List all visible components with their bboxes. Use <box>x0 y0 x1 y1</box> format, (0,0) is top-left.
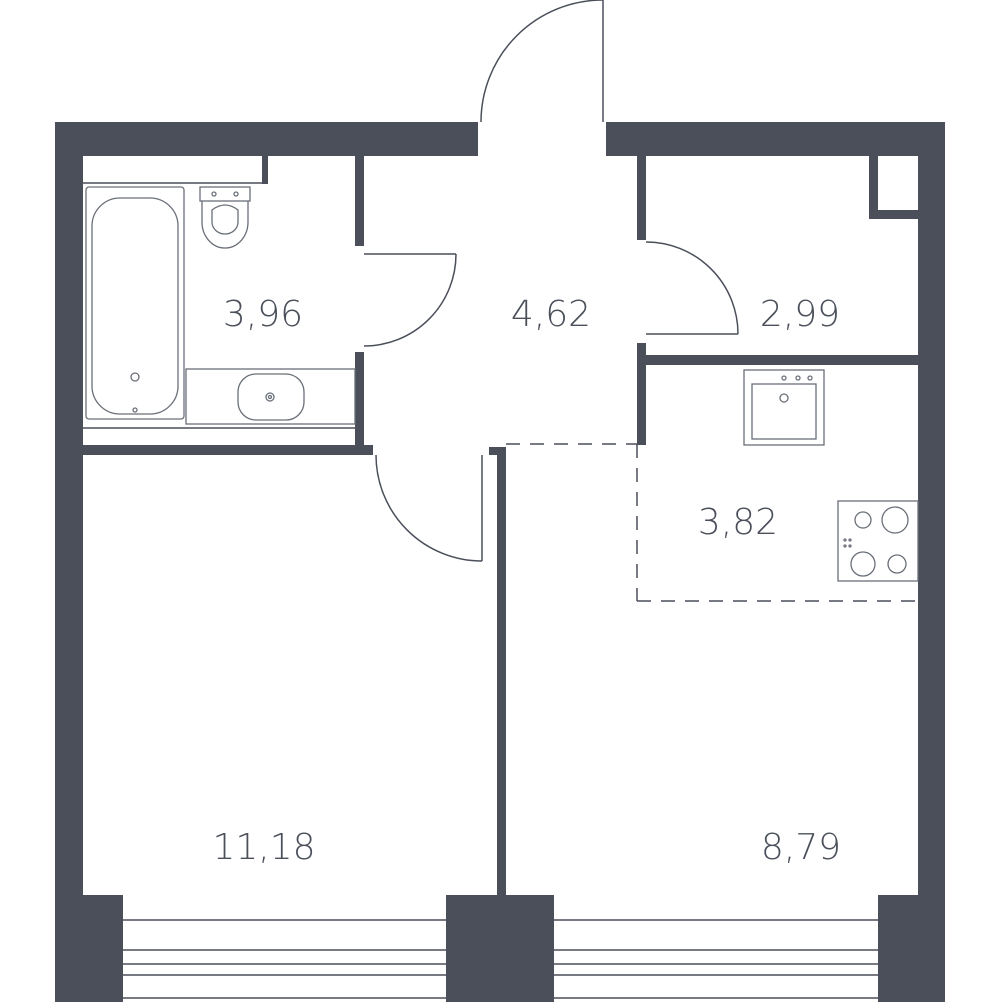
kitchen-zone-outline <box>506 443 918 602</box>
wall-bath-right-upper <box>355 156 364 246</box>
wall-bath-right-lower <box>355 352 364 445</box>
living-area-label: 8,79 <box>761 827 841 868</box>
bath-ledge-post <box>262 156 268 184</box>
window-bedroom <box>123 919 446 999</box>
window-living <box>554 919 878 999</box>
pier-bottom-left <box>55 895 123 1002</box>
pier-bottom-right <box>878 895 945 1002</box>
cooktop-icon <box>837 500 919 582</box>
kitchen-sink-icon <box>743 369 825 446</box>
kitchen-area-label: 3,82 <box>698 502 778 543</box>
bedroom-area-label: 11,18 <box>212 827 315 868</box>
doors <box>363 0 739 562</box>
entrance-door[interactable] <box>480 0 604 123</box>
wall-storage-bottom <box>637 355 918 365</box>
wall-left <box>55 122 83 1002</box>
wall-storage-left-lower <box>637 343 646 445</box>
wall-top-right <box>606 122 945 156</box>
bedroom-door[interactable] <box>375 454 483 562</box>
wall-partition-cap <box>489 447 506 455</box>
toilet-icon <box>199 186 251 249</box>
wall-storage-left-upper <box>637 156 646 240</box>
fixtures <box>83 186 919 582</box>
wall-bedroom-living <box>497 447 506 895</box>
wall-right <box>918 122 945 1002</box>
room-labels: 3,96 4,62 2,99 3,82 11,18 8,79 <box>212 294 841 868</box>
bathtub-icon <box>85 186 185 420</box>
storage-area-label: 2,99 <box>760 294 840 335</box>
bathroom-area-label: 3,96 <box>223 294 303 335</box>
storage-door[interactable] <box>645 241 739 335</box>
pier-bottom-middle <box>446 895 554 1002</box>
windows <box>123 919 878 999</box>
wall-top-left <box>55 122 478 156</box>
wall-bath-bottom <box>83 445 373 455</box>
exterior-walls <box>55 122 945 1002</box>
interior-walls <box>83 156 918 895</box>
shaft-bottom <box>869 210 918 219</box>
bathroom-door[interactable] <box>363 253 457 347</box>
shaft-left <box>869 156 878 218</box>
sink-icon <box>83 368 356 429</box>
hallway-area-label: 4,62 <box>511 294 591 335</box>
